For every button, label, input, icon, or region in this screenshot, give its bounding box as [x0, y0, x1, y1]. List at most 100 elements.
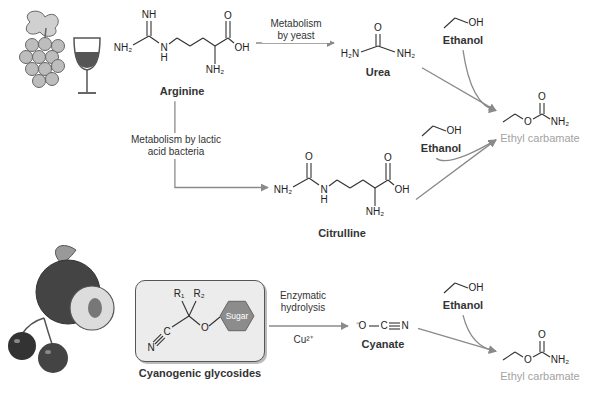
- bond: [533, 352, 542, 357]
- atom-label: OH: [447, 126, 462, 136]
- reaction-arrow: [269, 325, 348, 326]
- compound-name: Cyanogenic glycosides: [135, 367, 265, 380]
- chemical-structure: OH₂NNH₂: [338, 22, 418, 64]
- grape: [39, 38, 52, 51]
- bond: [389, 322, 400, 323]
- bond: [293, 178, 309, 187]
- bond: [433, 126, 446, 131]
- compound-name: Ethanol: [439, 34, 487, 47]
- bond: [542, 352, 550, 357]
- reagent-label: Cu²⁺: [291, 334, 314, 346]
- grape-stem: [45, 28, 46, 38]
- bond: [455, 283, 468, 288]
- bond: [157, 338, 165, 346]
- compound-name: Arginine: [111, 85, 253, 98]
- bond: [369, 325, 379, 326]
- atom-label: R₂: [193, 289, 204, 299]
- bond: [182, 301, 189, 316]
- wine-glass-bowl: [74, 38, 100, 70]
- reaction-arrow: [422, 68, 496, 111]
- atom-label: H: [160, 53, 167, 63]
- sugar-hexagon: [220, 301, 254, 330]
- bond: [225, 21, 226, 38]
- chemical-structure: OH: [440, 10, 486, 32]
- bond: [375, 34, 376, 46]
- bond: [539, 341, 540, 352]
- bond: [172, 316, 189, 327]
- bond: [309, 178, 319, 185]
- atom-label: NH₂: [397, 49, 415, 59]
- cherry: [38, 343, 68, 373]
- atom-label: O: [224, 11, 232, 21]
- wine: [75, 52, 99, 68]
- chemical-structure: ONH₂NHOOHNH₂: [272, 150, 412, 225]
- wine-glass-stem: [86, 70, 88, 92]
- compound-node: NHNH₂NHOOHNH₂Arginine: [111, 8, 253, 98]
- bond: [444, 18, 455, 28]
- bond: [539, 103, 540, 114]
- compound-node: OHEthanol: [439, 275, 487, 312]
- chemical-structure: OONH₂: [500, 92, 580, 130]
- compound-node: OONH₂Ethyl carbamate: [499, 92, 581, 145]
- reaction-arrow: [416, 140, 496, 200]
- bond: [215, 38, 228, 46]
- cherry-highlight: [14, 339, 20, 343]
- bond: [310, 163, 311, 178]
- atom-label: O: [524, 117, 532, 127]
- grape-wine-icon: [20, 11, 101, 93]
- grape: [33, 51, 46, 64]
- grape: [26, 39, 39, 52]
- bond: [378, 46, 395, 52]
- compound-node: ⁻OCNCyanate: [351, 316, 415, 351]
- bond: [515, 352, 523, 357]
- bond: [385, 163, 386, 180]
- bond: [503, 352, 515, 360]
- fruit-icon: [8, 246, 114, 373]
- atom-label: NH₂: [274, 185, 292, 195]
- bond: [455, 18, 468, 23]
- bond: [209, 317, 220, 326]
- bond: [228, 38, 234, 43]
- compound-name: Urea: [337, 66, 419, 79]
- grape-cluster: [20, 38, 65, 88]
- bond: [444, 283, 455, 293]
- edge-label: Metabolism by yeast: [262, 17, 330, 43]
- cherry: [8, 332, 36, 360]
- bond: [533, 114, 542, 119]
- chemical-structure: OONH₂: [500, 330, 580, 368]
- chemical-structure: OH: [418, 118, 464, 140]
- bond: [350, 180, 363, 188]
- glycoside-node: R₁R₂NCOSugarCyanogenic glycosides: [135, 280, 265, 380]
- bond: [543, 341, 544, 352]
- bond: [515, 114, 523, 119]
- bond: [388, 180, 394, 185]
- bond: [379, 34, 380, 46]
- wine-glass-base: [78, 92, 96, 94]
- bond: [133, 36, 149, 45]
- compound-name: Ethyl carbamate: [499, 132, 581, 145]
- atom-label: NH₂: [551, 117, 569, 127]
- atom-label: O: [305, 152, 313, 162]
- bond: [189, 316, 200, 325]
- glycoside-box: R₁R₂NCOSugar: [135, 280, 265, 362]
- compound-node: OH₂NNH₂ Urea: [337, 22, 419, 79]
- atom-label: O: [538, 330, 546, 340]
- bond: [389, 328, 400, 329]
- compound-node: OH Ethanol: [439, 10, 487, 47]
- atom-label: C: [163, 327, 170, 337]
- atom-label: OH: [469, 283, 484, 293]
- chemical-structure: NHNH₂NHOOHNH₂: [112, 8, 252, 83]
- bond: [543, 103, 544, 114]
- reaction-arrow: [463, 50, 496, 110]
- compound-name: Ethanol: [417, 142, 465, 155]
- bond: [190, 38, 203, 46]
- bond: [169, 38, 177, 44]
- bond: [375, 180, 388, 188]
- atom-label: NH₂: [366, 207, 384, 217]
- compound-name: Cyanate: [351, 338, 415, 351]
- bond: [329, 180, 337, 186]
- atom-label: NH: [142, 10, 156, 20]
- compound-name: Ethyl carbamate: [499, 370, 581, 383]
- bond: [153, 334, 161, 342]
- atom-label: OH: [469, 18, 484, 28]
